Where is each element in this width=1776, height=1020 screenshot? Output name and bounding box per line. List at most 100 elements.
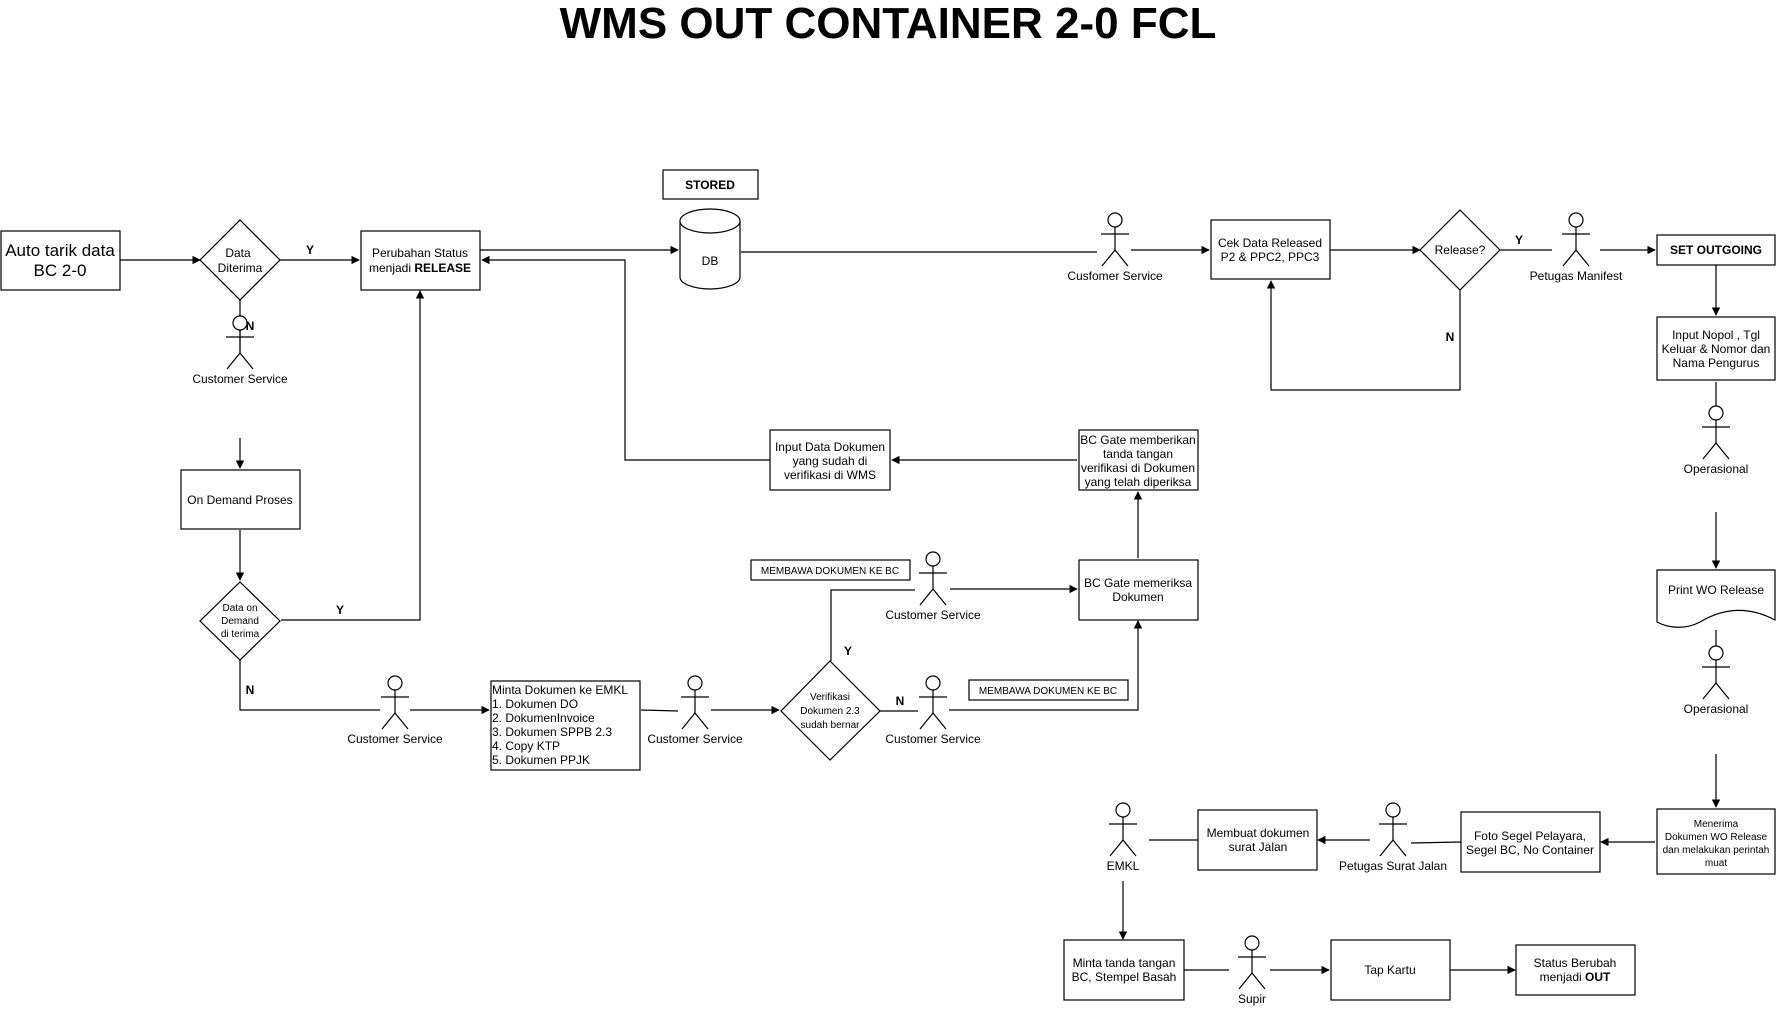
edge-label-y-diterima: Y (306, 243, 314, 257)
decision-data-on-demand: Data on Demand di terima (199, 581, 281, 661)
edge-labels: Y N Y N Y N Y N (246, 233, 1523, 708)
svg-text:sudah bernar: sudah bernar (801, 720, 861, 731)
svg-text:Minta Dokumen ke EMKL: Minta Dokumen ke EMKL (492, 683, 628, 697)
svg-text:Perubahan Status: Perubahan Status (372, 246, 468, 260)
node-foto-segel: Foto Segel Pelayara, Segel BC, No Contai… (1460, 811, 1601, 873)
actor-supir: Supir (1238, 935, 1266, 1006)
svg-text:Status Berubah: Status Berubah (1534, 956, 1617, 970)
node-tap-kartu: Tap Kartu (1330, 939, 1451, 1001)
actor-label: Customer Service (885, 608, 981, 622)
actor-label: Cusfomer Service (1067, 269, 1163, 283)
svg-text:verifikasi di Dokumen: verifikasi di Dokumen (1081, 461, 1195, 475)
node-minta-tanda-tangan: Minta tanda tangan BC, Stempel Basah (1063, 939, 1185, 1001)
actor-label: Customer Service (347, 732, 443, 746)
label-membawa-dokumen-1: MEMBAWA DOKUMEN KE BC (750, 559, 911, 581)
edge-label-y-on-demand: Y (336, 603, 344, 617)
edge-label-y-verifikasi: Y (844, 644, 852, 658)
actor-label: Operasional (1684, 702, 1749, 716)
node-status-out: Status Berubah menjadi OUT (1515, 944, 1636, 996)
svg-text:BC Gate memeriksa: BC Gate memeriksa (1084, 576, 1192, 590)
node-print-wo-release: Print WO Release (1656, 569, 1776, 628)
actor-cs-top: Cusfomer Service (1067, 212, 1163, 283)
svg-text:surat Jalan: surat Jalan (1229, 840, 1288, 854)
svg-text:Demand: Demand (221, 616, 259, 627)
svg-text:dan melakukan perintah: dan melakukan perintah (1663, 845, 1770, 856)
svg-text:P2 & PPC2, PPC3: P2 & PPC2, PPC3 (1221, 250, 1320, 264)
node-input-data-dokumen: Input Data Dokumen yang sudah di verifik… (769, 429, 891, 491)
svg-text:Menerima: Menerima (1694, 819, 1739, 830)
decision-release: Release? (1419, 209, 1501, 291)
svg-text:DB: DB (702, 254, 719, 268)
svg-text:MEMBAWA DOKUMEN KE BC: MEMBAWA DOKUMEN KE BC (761, 566, 899, 577)
actor-cs-2: Customer Service (347, 675, 443, 746)
page-title: WMS OUT CONTAINER 2-0 FCL (560, 0, 1217, 48)
svg-text:BC Gate memberikan: BC Gate memberikan (1080, 433, 1195, 447)
actor-cs-1: Customer Service (192, 315, 288, 386)
svg-text:Keluar & Nomor dan: Keluar & Nomor dan (1662, 342, 1771, 356)
edge-label-y-release: Y (1515, 233, 1523, 247)
node-membuat-surat-jalan: Membuat dokumen surat Jalan (1197, 809, 1318, 871)
svg-text:3. Dokumen SPPB 2.3: 3. Dokumen SPPB 2.3 (492, 725, 612, 739)
svg-text:Auto tarik data: Auto tarik data (5, 241, 115, 260)
svg-text:On Demand Proses: On Demand Proses (187, 493, 292, 507)
svg-text:muat: muat (1705, 858, 1727, 869)
svg-text:Membuat dokumen: Membuat dokumen (1207, 826, 1310, 840)
svg-text:yang sudah di: yang sudah di (793, 454, 868, 468)
node-on-demand-proses: On Demand Proses (180, 469, 301, 530)
svg-text:Cek Data Released: Cek Data Released (1218, 236, 1322, 250)
svg-text:Input Data Dokumen: Input Data Dokumen (775, 440, 885, 454)
node-bc-gate-memeriksa: BC Gate memeriksa Dokumen (1078, 559, 1199, 621)
decision-data-diterima: Data Diterima (199, 219, 281, 301)
node-set-outgoing: SET OUTGOING (1656, 234, 1776, 266)
svg-text:Data: Data (225, 246, 251, 260)
edge-label-n-diterima: N (246, 319, 255, 333)
svg-text:tanda tangan: tanda tangan (1103, 447, 1173, 461)
actor-label: EMKL (1107, 859, 1140, 873)
svg-text:Minta tanda tangan: Minta tanda tangan (1073, 956, 1176, 970)
svg-text:BC, Stempel Basah: BC, Stempel Basah (1072, 970, 1177, 984)
svg-text:Print WO Release: Print WO Release (1668, 583, 1764, 597)
actor-petugas-manifest: Petugas Manifest (1530, 212, 1623, 283)
actor-cs-4: Customer Service (885, 675, 981, 746)
decision-verifikasi: Verifikasi Dokumen 2.3 sudah bernar (780, 660, 881, 761)
svg-text:Data on: Data on (222, 603, 257, 614)
node-minta-dokumen-emkl: Minta Dokumen ke EMKL 1. Dokumen DO 2. D… (490, 680, 641, 771)
svg-text:MEMBAWA DOKUMEN KE BC: MEMBAWA DOKUMEN KE BC (979, 686, 1117, 697)
svg-text:Input Nopol , Tgl: Input Nopol , Tgl (1672, 328, 1760, 342)
svg-text:BC 2-0: BC 2-0 (34, 261, 87, 280)
node-menerima-wo: Menerima Dokumen WO Release dan melakuka… (1656, 808, 1776, 875)
actor-cs-bawa: Customer Service (885, 551, 981, 622)
svg-text:yang telah diperiksa: yang telah diperiksa (1085, 475, 1192, 489)
svg-text:SET OUTGOING: SET OUTGOING (1670, 243, 1762, 257)
node-bc-gate-ttd: BC Gate memberikan tanda tangan verifika… (1078, 429, 1199, 491)
svg-text:di terima: di terima (221, 629, 260, 640)
actor-emkl: EMKL (1107, 802, 1140, 873)
svg-text:menjadi RELEASE: menjadi RELEASE (369, 261, 471, 275)
actor-label: Petugas Manifest (1530, 269, 1623, 283)
svg-text:Diterima: Diterima (218, 261, 263, 275)
svg-text:Release?: Release? (1435, 243, 1486, 257)
svg-text:Dokumen: Dokumen (1112, 590, 1163, 604)
actor-label: Customer Service (192, 372, 288, 386)
actor-label: Operasional (1684, 462, 1749, 476)
svg-text:verifikasi di WMS: verifikasi di WMS (784, 468, 876, 482)
actor-operasional-2: Operasional (1684, 645, 1749, 716)
node-perubahan-status: Perubahan Status menjadi RELEASE (360, 230, 481, 291)
label-membawa-dokumen-2: MEMBAWA DOKUMEN KE BC (968, 679, 1129, 701)
edge-label-n-verifikasi: N (896, 694, 905, 708)
actor-label: Customer Service (885, 732, 981, 746)
svg-text:Verifikasi: Verifikasi (810, 692, 850, 703)
edge-label-n-on-demand: N (246, 683, 255, 697)
edge-label-n-release: N (1446, 330, 1455, 344)
actor-operasional-1: Operasional (1684, 405, 1749, 476)
svg-text:Dokumen WO Release: Dokumen WO Release (1665, 832, 1768, 843)
actor-label: Petugas Surat Jalan (1339, 859, 1447, 873)
svg-text:Segel BC, No Container: Segel BC, No Container (1466, 843, 1594, 857)
label-stored: STORED (662, 169, 759, 200)
node-auto-tarik-data: Auto tarik data BC 2-0 (0, 230, 121, 291)
node-cek-data-released: Cek Data Released P2 & PPC2, PPC3 (1210, 219, 1331, 280)
svg-text:Tap Kartu: Tap Kartu (1364, 963, 1415, 977)
actor-label: Customer Service (647, 732, 743, 746)
